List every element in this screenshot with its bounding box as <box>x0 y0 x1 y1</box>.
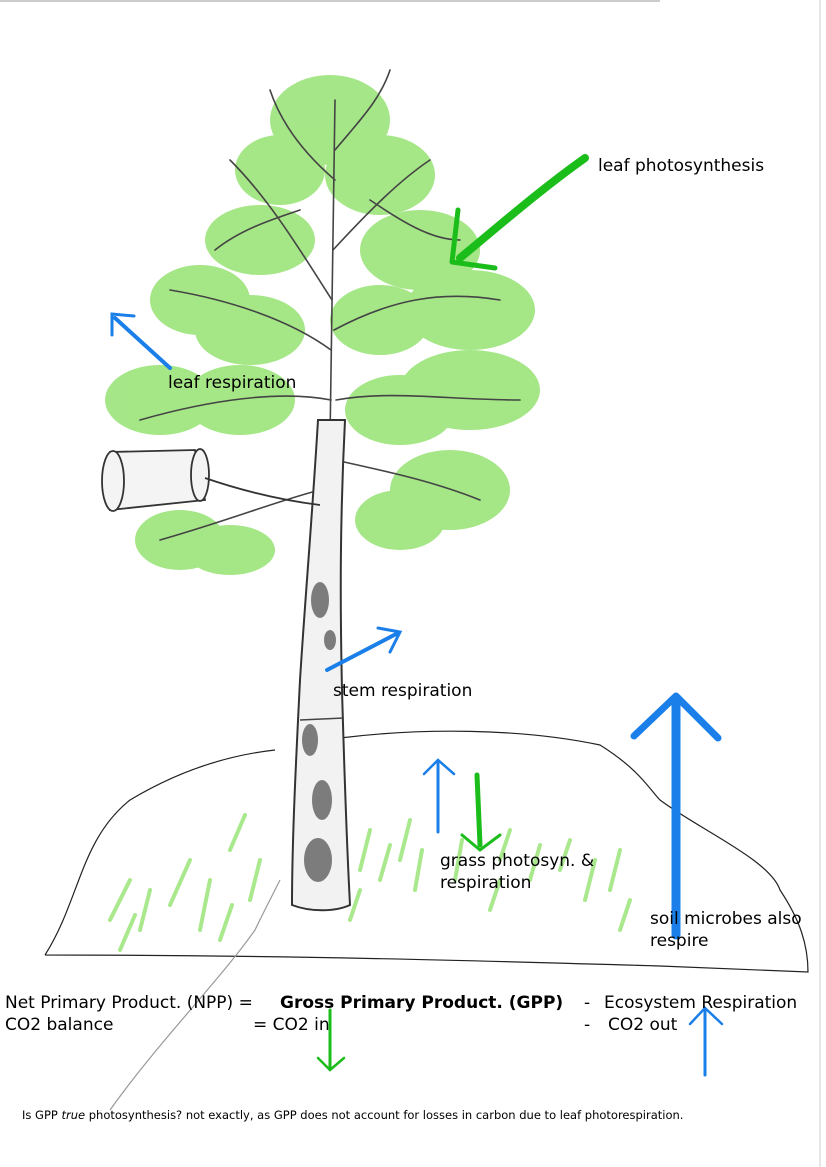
trunk-markings <box>302 582 336 882</box>
footnote-after: photosynthesis? not exactly, as GPP does… <box>85 1108 684 1122</box>
equation-co2-in: = CO2 in <box>253 1015 330 1035</box>
foliage <box>105 75 540 575</box>
stem-respiration-arrow <box>325 626 403 672</box>
grass-respiration-arrow <box>422 758 456 834</box>
leaf-photosynthesis-label: leaf photosynthesis <box>598 156 765 176</box>
branches <box>139 69 521 541</box>
stem-respiration-label: stem respiration <box>333 681 473 701</box>
leaf-photosynthesis-arrow <box>449 154 589 271</box>
root-line <box>109 879 281 1111</box>
ground-mound <box>44 730 809 973</box>
grass <box>108 813 632 952</box>
co2-in-arrow <box>316 1008 346 1072</box>
trunk-band <box>299 717 345 721</box>
tree-trunk <box>290 419 352 912</box>
grass-photosynthesis-arrow <box>460 772 502 852</box>
leaf-chamber <box>101 448 321 512</box>
grass-label-line1: grass photosyn. & <box>440 851 595 871</box>
leaf-respiration-arrow <box>110 312 172 370</box>
soil-label-line1: soil microbes also <box>650 909 802 929</box>
footnote-before: Is GPP <box>22 1108 62 1122</box>
soil-respiration-arrow <box>630 692 722 940</box>
soil-label-line2: respire <box>650 931 709 951</box>
footnote-italic: true <box>61 1108 86 1122</box>
co2-out-arrow <box>688 1006 724 1077</box>
equation-minus-1: - <box>584 993 591 1013</box>
grass-label-line2: respiration <box>440 873 532 893</box>
equation-minus-2: - <box>584 1015 591 1035</box>
equation-gpp: Gross Primary Product. (GPP) <box>280 993 564 1013</box>
equation-co2-out: CO2 out <box>608 1015 678 1035</box>
equation-ecosystem-respiration: Ecosystem Respiration <box>604 993 798 1013</box>
leaf-respiration-label: leaf respiration <box>168 373 297 393</box>
equation-npp: Net Primary Product. (NPP) = <box>5 993 253 1013</box>
equation-co2-balance: CO2 balance <box>5 1015 114 1035</box>
footnote: Is GPP true photosynthesis? not exactly,… <box>22 1108 683 1122</box>
